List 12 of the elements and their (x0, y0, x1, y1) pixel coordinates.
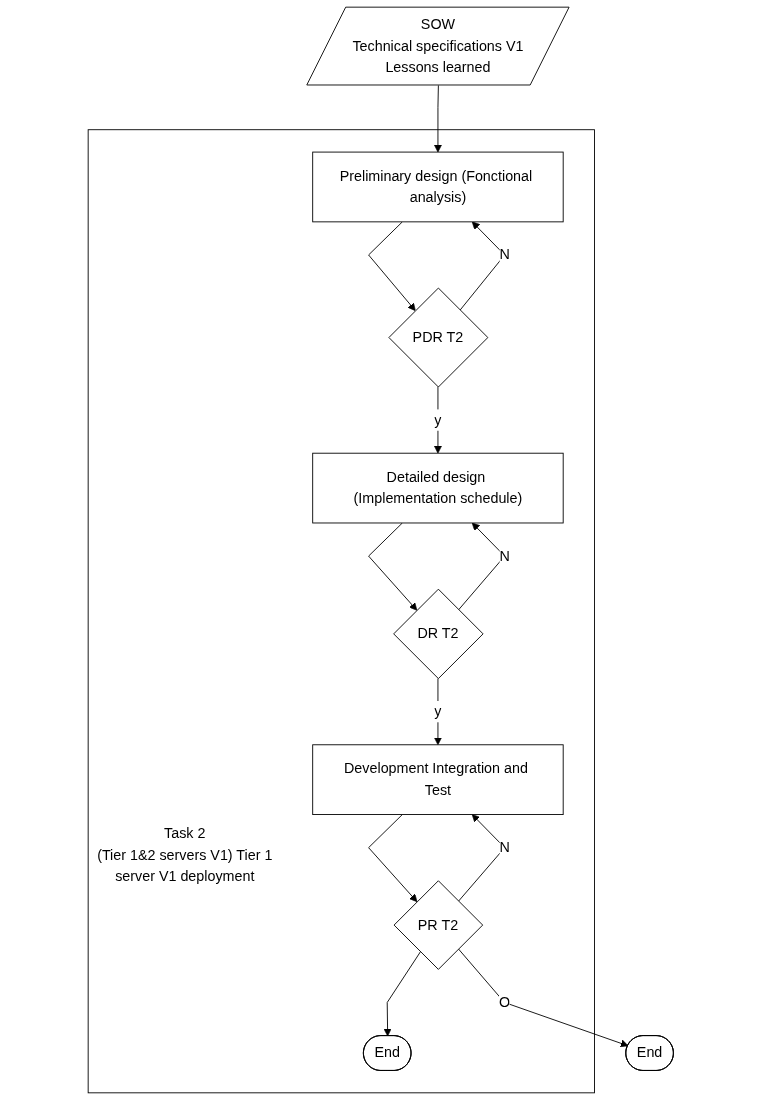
edge-label: y (434, 703, 442, 719)
edge-label: N (499, 548, 510, 564)
node-box: Development Integration and Test (311, 744, 564, 815)
node-box: Detailed design (Implementation schedule) (311, 452, 564, 524)
edge-label: N (499, 246, 510, 263)
edge-label: N (499, 839, 510, 855)
node-diamond: PR T2 (393, 880, 483, 970)
node-diamond: DR T2 (392, 588, 484, 680)
edge-label: y (434, 412, 442, 428)
node-box: Preliminary design (Fonctional analysis) (311, 151, 564, 223)
edge-label: O (498, 994, 510, 1010)
node-diamond: PDR T2 (388, 287, 489, 388)
